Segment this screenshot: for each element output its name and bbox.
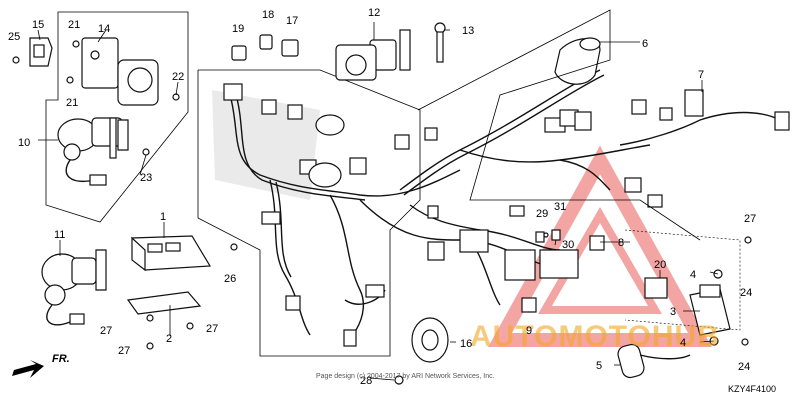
footer-copyright: Page design (c) 2004-2017 by ARI Network… bbox=[316, 373, 495, 380]
part-label-7: 7 bbox=[698, 69, 704, 81]
part-label-9: 9 bbox=[526, 325, 532, 337]
part-label-8: 8 bbox=[618, 237, 624, 249]
part-label-21-lower: 21 bbox=[66, 97, 78, 109]
fuse-cylinder bbox=[554, 37, 601, 85]
part-label-14: 14 bbox=[98, 23, 110, 35]
watermark-label: AUTOMOTOHUB bbox=[470, 320, 720, 353]
bolt-icons bbox=[12, 40, 752, 385]
part-label-19: 19 bbox=[232, 23, 244, 35]
part-label-2: 2 bbox=[166, 333, 172, 345]
lock-set bbox=[335, 29, 411, 81]
ignition-switch-assembly bbox=[57, 117, 129, 186]
part-label-29: 29 bbox=[536, 208, 548, 220]
part-label-22: 22 bbox=[172, 71, 184, 83]
switch-block bbox=[81, 37, 159, 106]
part-label-31: 31 bbox=[554, 201, 566, 213]
ecu-unit bbox=[131, 235, 212, 272]
group-box-right bbox=[417, 9, 701, 241]
part-label-30: 30 bbox=[562, 239, 574, 251]
part-label-27-ecu-bottom: 27 bbox=[118, 345, 130, 357]
direction-label: FR. bbox=[52, 353, 70, 365]
watermark-text: AUTOMOTOHUB bbox=[470, 320, 720, 353]
ignition-coil bbox=[689, 284, 731, 336]
bracket bbox=[29, 37, 53, 67]
relay-small bbox=[231, 34, 299, 61]
part-label-24-upper: 24 bbox=[740, 287, 752, 299]
part-label-27-ecu-right: 27 bbox=[206, 323, 218, 335]
part-label-16: 16 bbox=[460, 338, 472, 350]
part-label-10: 10 bbox=[18, 137, 30, 149]
part-label-5: 5 bbox=[596, 360, 602, 372]
leader-lines bbox=[37, 22, 719, 381]
part-label-21-upper: 21 bbox=[68, 19, 80, 31]
spark-plug-cap bbox=[617, 343, 691, 379]
part-label-28: 28 bbox=[360, 375, 372, 387]
part-label-23: 23 bbox=[140, 172, 152, 184]
part-label-15: 15 bbox=[32, 19, 44, 31]
part-label-13: 13 bbox=[462, 25, 474, 37]
part-label-26: 26 bbox=[224, 273, 236, 285]
part-label-1: 1 bbox=[160, 211, 166, 223]
part-label-6: 6 bbox=[642, 38, 648, 50]
part-label-17: 17 bbox=[286, 15, 298, 27]
key-icon bbox=[434, 22, 446, 63]
part-label-18: 18 bbox=[262, 9, 274, 21]
diagram-code: KZY4F4100 bbox=[728, 384, 776, 394]
part-label-27-ecu-left: 27 bbox=[100, 325, 112, 337]
part-label-4-lower: 4 bbox=[680, 337, 686, 349]
part-label-20: 20 bbox=[654, 259, 666, 271]
part-label-12: 12 bbox=[368, 7, 380, 19]
group-box-main-harness bbox=[197, 69, 421, 357]
part-label-4-upper: 4 bbox=[690, 269, 696, 281]
part-label-25: 25 bbox=[8, 31, 20, 43]
key-switch-assembly bbox=[41, 249, 107, 326]
part-label-24-lower: 24 bbox=[738, 361, 750, 373]
harness-connectors bbox=[223, 39, 790, 347]
ecu-bracket bbox=[126, 291, 202, 315]
part-label-27-right: 27 bbox=[744, 213, 756, 225]
front-direction-arrow: FR. bbox=[12, 353, 70, 378]
part-label-3: 3 bbox=[670, 306, 676, 318]
horn bbox=[411, 317, 449, 363]
part-label-11: 11 bbox=[54, 229, 65, 241]
group-box-switches bbox=[45, 11, 189, 223]
dashed-box-coil bbox=[624, 229, 741, 331]
